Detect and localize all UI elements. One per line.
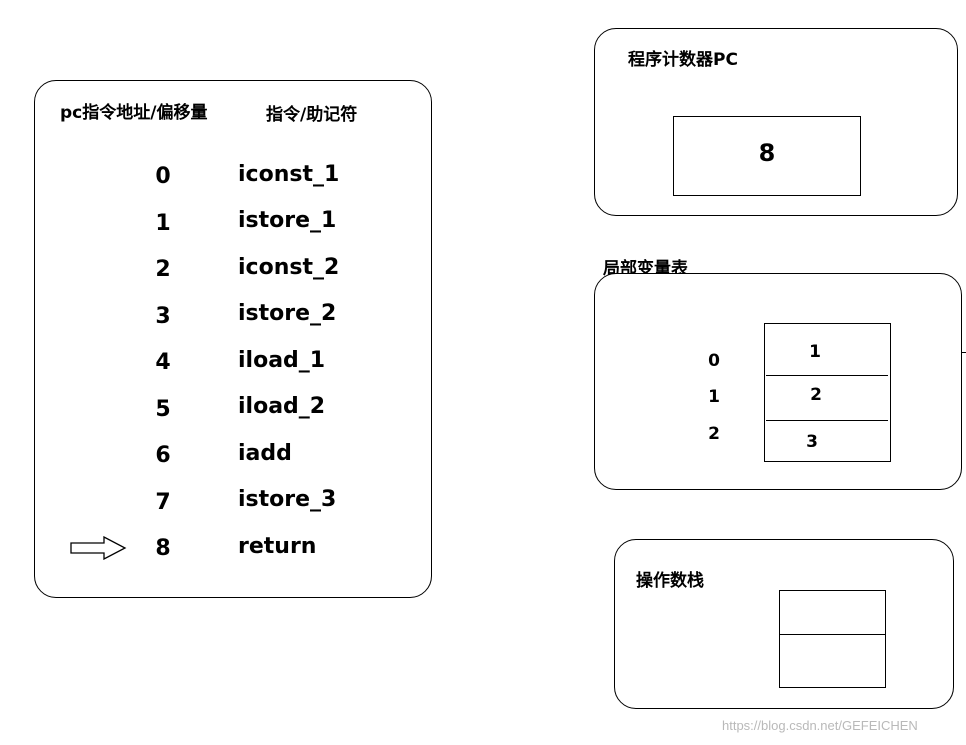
pc-offset-4: 4 [155, 350, 171, 375]
edge-tick [962, 352, 966, 353]
pc-offset-8: 8 [155, 536, 171, 561]
pc-value-box: 8 [673, 116, 861, 196]
instruction-7: istore_3 [238, 487, 337, 512]
slot-value-2: 3 [806, 432, 818, 452]
operand-stack-slots [779, 590, 886, 688]
stack-slot-divider [779, 634, 886, 635]
pc-offset-1: 1 [155, 211, 171, 236]
operand-stack-panel [614, 539, 954, 709]
slot-value-1: 2 [810, 385, 822, 405]
pc-register-title: 程序计数器PC [628, 50, 738, 70]
instruction-0: iconst_1 [238, 162, 340, 187]
slot-index-0: 0 [708, 351, 720, 371]
instruction-8: return [238, 534, 317, 559]
instruction-panel [34, 80, 432, 598]
pc-offset-2: 2 [155, 257, 171, 282]
slot-value-0: 1 [809, 342, 821, 362]
slot-divider [766, 420, 888, 421]
instruction-2: iconst_2 [238, 255, 340, 280]
slot-index-2: 2 [708, 424, 720, 444]
instruction-6: iadd [238, 441, 292, 466]
instruction-header: 指令/助记符 [266, 105, 358, 125]
pc-offset-7: 7 [155, 490, 171, 515]
instruction-3: istore_2 [238, 301, 337, 326]
instruction-5: iload_2 [238, 394, 326, 419]
local-variable-table-panel [594, 273, 962, 490]
pc-value: 8 [758, 139, 776, 167]
slot-divider [766, 375, 888, 376]
watermark: https://blog.csdn.net/GEFEICHEN [722, 718, 918, 733]
pc-register-panel [594, 28, 958, 216]
instruction-1: istore_1 [238, 208, 337, 233]
pc-offset-6: 6 [155, 443, 171, 468]
pc-offset-0: 0 [155, 164, 171, 189]
pc-offset-5: 5 [155, 397, 171, 422]
pc-offset-3: 3 [155, 304, 171, 329]
slot-index-1: 1 [708, 387, 720, 407]
pc-offset-header: pc指令地址/偏移量 [60, 103, 208, 123]
operand-stack-title: 操作数栈 [636, 571, 704, 591]
right-arrow-outline-icon [70, 536, 127, 560]
local-variable-slots [764, 323, 891, 462]
instruction-4: iload_1 [238, 348, 326, 373]
